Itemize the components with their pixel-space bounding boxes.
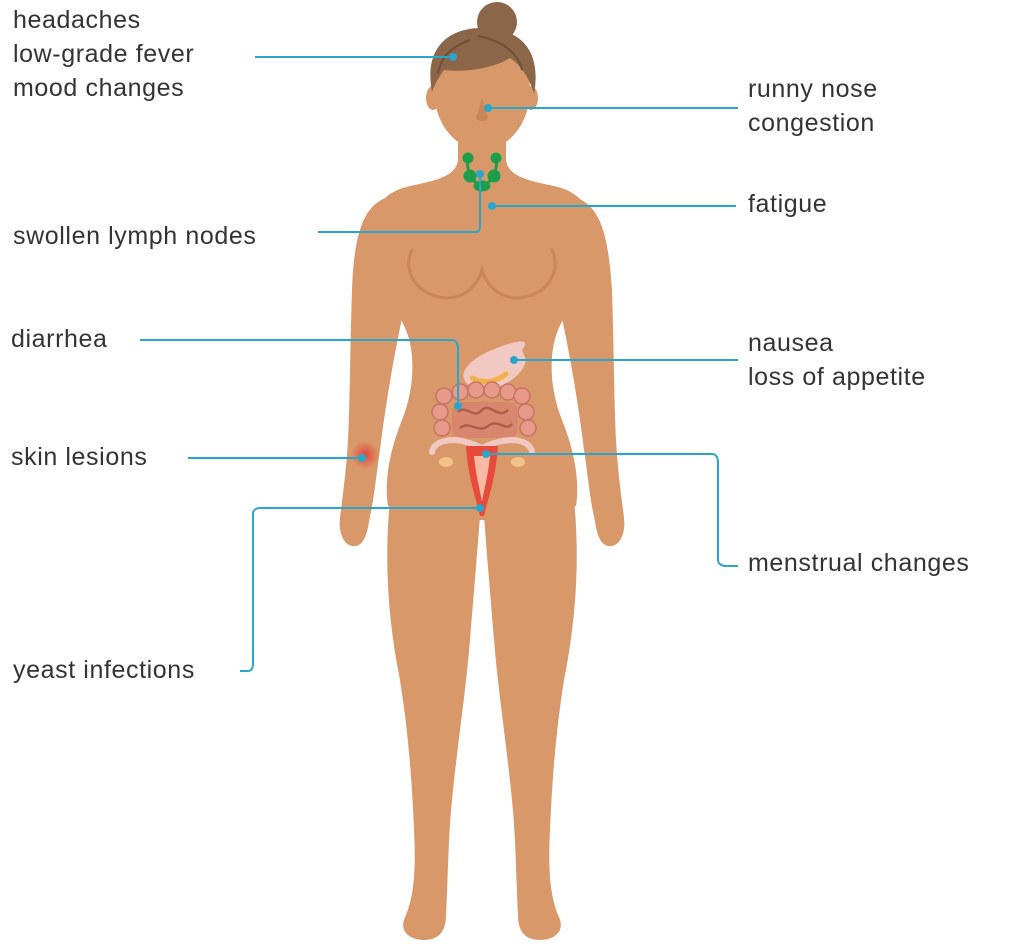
- label-fatigue: fatigue: [748, 187, 827, 221]
- label-nose-symptoms: runny nose congestion: [748, 72, 878, 140]
- label-skin-lesions: skin lesions: [11, 440, 147, 474]
- label-nausea: nausea: [748, 326, 926, 360]
- label-swollen-lymph-nodes: swollen lymph nodes: [13, 219, 256, 253]
- label-lymph-symptoms: swollen lymph nodes: [13, 219, 256, 253]
- label-menstrual-symptoms: menstrual changes: [748, 546, 969, 580]
- label-menstrual-changes: menstrual changes: [748, 546, 969, 580]
- ear-right: [524, 86, 538, 110]
- label-diarrhea: diarrhea: [11, 322, 108, 356]
- label-yeast-symptoms: yeast infections: [13, 653, 195, 687]
- label-stomach-symptoms: nausea loss of appetite: [748, 326, 926, 394]
- label-diarrhea-symptoms: diarrhea: [11, 322, 108, 356]
- right-leg: [484, 500, 577, 940]
- left-leg: [387, 500, 480, 940]
- label-yeast-infections: yeast infections: [13, 653, 195, 687]
- skin-lesion: [351, 441, 379, 469]
- label-skin-symptoms: skin lesions: [11, 440, 147, 474]
- label-loss-of-appetite: loss of appetite: [748, 360, 926, 394]
- label-mood-changes: mood changes: [13, 71, 194, 105]
- intestines: [432, 382, 536, 438]
- label-fatigue-symptoms: fatigue: [748, 187, 827, 221]
- label-head-symptoms: headaches low-grade fever mood changes: [13, 3, 194, 105]
- label-congestion: congestion: [748, 106, 878, 140]
- ear-left: [426, 86, 440, 110]
- label-low-grade-fever: low-grade fever: [13, 37, 194, 71]
- label-runny-nose: runny nose: [748, 72, 878, 106]
- label-headaches: headaches: [13, 3, 194, 37]
